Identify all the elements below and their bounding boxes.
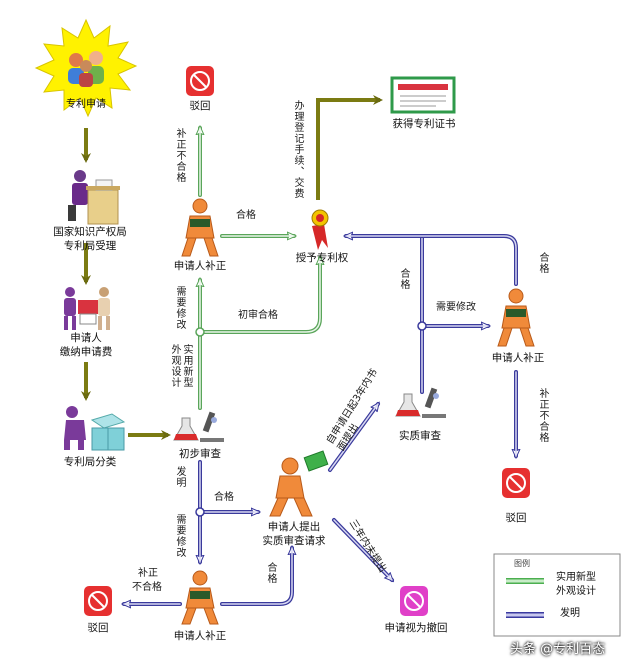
reject-bottom-stamp-icon <box>84 586 112 616</box>
applicant-correct-right-label: 申请人补正 <box>491 352 545 364</box>
correction-fail-top-label: 补正不合格 <box>174 128 185 183</box>
certificate-label: 获得专利证书 <box>392 118 456 130</box>
correction-fail-bottom-label-2: 不合格 <box>132 582 162 593</box>
applicant-correct-right-person-icon <box>497 288 535 347</box>
request-substantive-person-icon <box>269 450 329 517</box>
green-flow <box>200 128 320 410</box>
qualified-right-label: 合格 <box>398 268 409 290</box>
patent-application-label: 专利申请 <box>66 99 106 110</box>
junction-blue-left <box>195 507 205 517</box>
reject-bottom-label: 驳回 <box>87 622 109 634</box>
junction-green <box>195 327 205 337</box>
certificate-icon <box>390 76 456 114</box>
classification-box-icon <box>64 406 126 451</box>
junction-blue-right <box>417 321 427 331</box>
pay-fee-label-2: 缴纳申请费 <box>59 346 113 358</box>
request-substantive-label-2: 实质审查请求 <box>262 535 326 547</box>
cnipa-accept-label-2: 专利局受理 <box>63 240 117 252</box>
reject-right-label: 驳回 <box>505 512 527 524</box>
classification-label: 专利局分类 <box>63 456 117 468</box>
reject-top-stamp-icon <box>186 66 214 96</box>
withdrawn-label: 申请视为撤回 <box>384 622 448 634</box>
qualified-far-right-label: 合格 <box>537 252 548 274</box>
legend-utility-label-1: 实用新型 <box>556 572 596 583</box>
cnipa-accept-label-1: 国家知识产权局 <box>53 226 127 238</box>
withdrawn-stamp-icon <box>400 586 428 616</box>
applicant-correct-top-label: 申请人补正 <box>173 260 227 272</box>
qualified-mid-label: 合格 <box>214 492 234 503</box>
olive-flow <box>81 95 383 440</box>
legend-invention-label: 发明 <box>560 608 580 619</box>
applicant-correct-bottom-label: 申请人补正 <box>173 630 227 642</box>
register-fee-label: 办理登记手续、交费 <box>292 100 303 199</box>
legend-box <box>493 553 621 637</box>
qualified-top-label: 合格 <box>236 210 256 221</box>
request-substantive-label-1: 申请人提出 <box>267 521 321 533</box>
utility-design-label: 实用新型外观设计 <box>169 344 192 388</box>
prelim-pass-label: 初审合格 <box>238 310 278 321</box>
preliminary-exam-label: 初步审查 <box>179 448 221 460</box>
substantive-exam-lab-icon <box>395 387 446 418</box>
reject-top-label: 驳回 <box>189 100 211 112</box>
office-desk-icon <box>68 170 120 225</box>
legend-utility-label-2: 外观设计 <box>556 586 596 597</box>
needs-modify-left-label: 需要修改 <box>174 286 185 330</box>
correction-fail-bottom-label-1: 补正 <box>138 568 158 579</box>
grant-award-icon <box>311 209 329 250</box>
watermark: 头条 @专利百态 <box>510 642 606 657</box>
correction-fail-right-label: 补正不合格 <box>537 388 548 443</box>
preliminary-exam-lab-icon <box>173 411 224 442</box>
patent-application-burst-icon <box>34 18 138 118</box>
needs-modify-right-label: 需要修改 <box>436 302 476 313</box>
invention-label: 发明 <box>174 466 185 488</box>
needs-modify-bottom-label: 需要修改 <box>174 514 185 558</box>
pay-fee-people-icon <box>64 287 110 330</box>
grant-label: 授予专利权 <box>295 252 349 264</box>
qualified-bottom-label: 合格 <box>265 562 276 584</box>
substantive-exam-label: 实质审查 <box>399 430 441 442</box>
legend-title: 图例 <box>514 559 530 568</box>
applicant-correct-top-person-icon <box>181 198 219 257</box>
reject-right-stamp-icon <box>502 468 530 498</box>
pay-fee-label-1: 申请人 <box>70 332 102 344</box>
applicant-correct-bottom-person-icon <box>181 570 219 625</box>
